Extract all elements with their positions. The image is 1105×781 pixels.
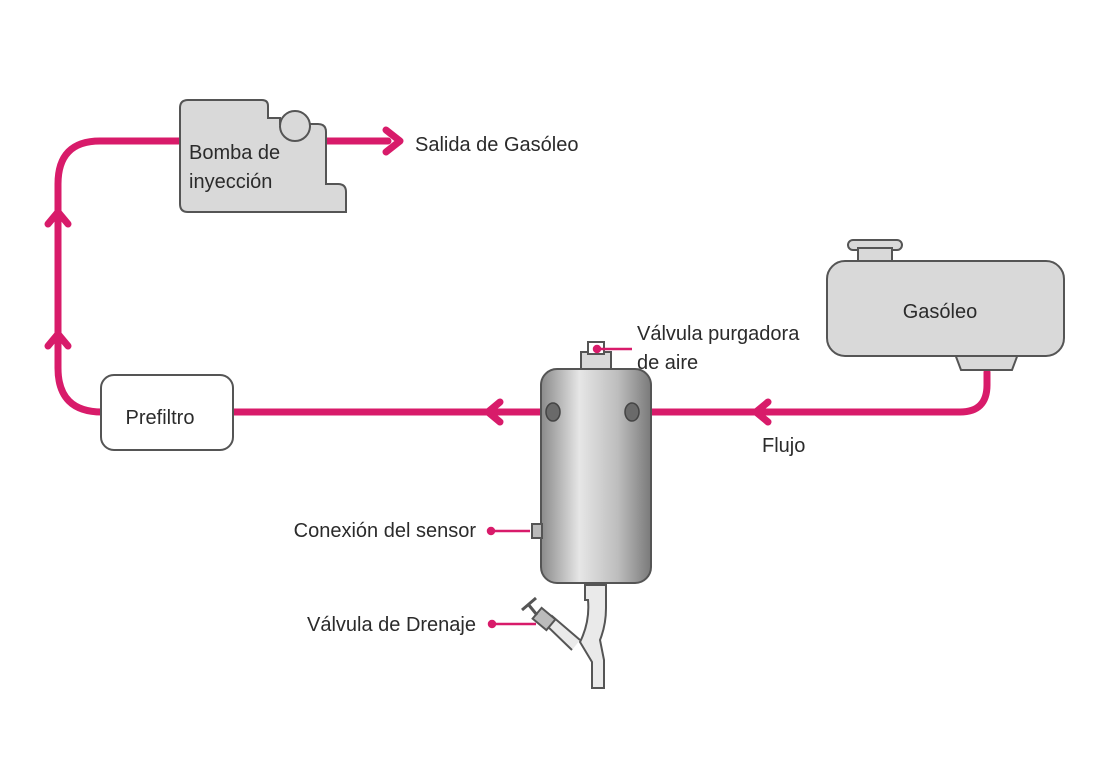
injection-pump: Bomba de inyección xyxy=(179,99,347,213)
tank-body xyxy=(826,260,1065,357)
pump-label-line2: inyección xyxy=(189,171,272,193)
prefilter-to-pump-line xyxy=(54,137,186,416)
water-separator xyxy=(521,341,652,689)
flow-arrow-right-icon xyxy=(752,398,772,426)
prefilter: Prefiltro xyxy=(100,374,234,451)
flow-label: Flujo xyxy=(762,435,805,457)
outlet-port-icon xyxy=(545,402,561,422)
fuel-tank: Gasóleo xyxy=(826,239,1065,371)
air-valve-label-line2: de aire xyxy=(637,352,698,374)
flow-arrows xyxy=(44,126,772,426)
outlet-arrow-icon xyxy=(382,126,404,156)
drain-valve-icon xyxy=(521,596,557,632)
pump-cap-icon xyxy=(279,110,311,142)
tank-to-separator-line xyxy=(628,368,991,416)
drain-label: Válvula de Drenaje xyxy=(307,614,476,636)
flow-arrow-middle-icon xyxy=(484,398,504,426)
flow-arrow-up-lower-icon xyxy=(44,330,72,350)
flow-arrow-up-upper-icon xyxy=(44,208,72,228)
sensor-label: Conexión del sensor xyxy=(294,520,477,542)
separator-body xyxy=(540,368,652,584)
tank-label: Gasóleo xyxy=(903,301,978,323)
sensor-connector-icon xyxy=(531,523,543,539)
inlet-port-icon xyxy=(624,402,640,422)
callout-leaders xyxy=(486,344,632,629)
air-valve-label-line1: Válvula purgadora xyxy=(637,323,800,345)
fuel-lines xyxy=(54,137,991,416)
pump-label-line1: Bomba de xyxy=(189,142,280,164)
prefilter-label: Prefiltro xyxy=(126,407,195,429)
outlet-label: Salida de Gasóleo xyxy=(415,134,578,156)
